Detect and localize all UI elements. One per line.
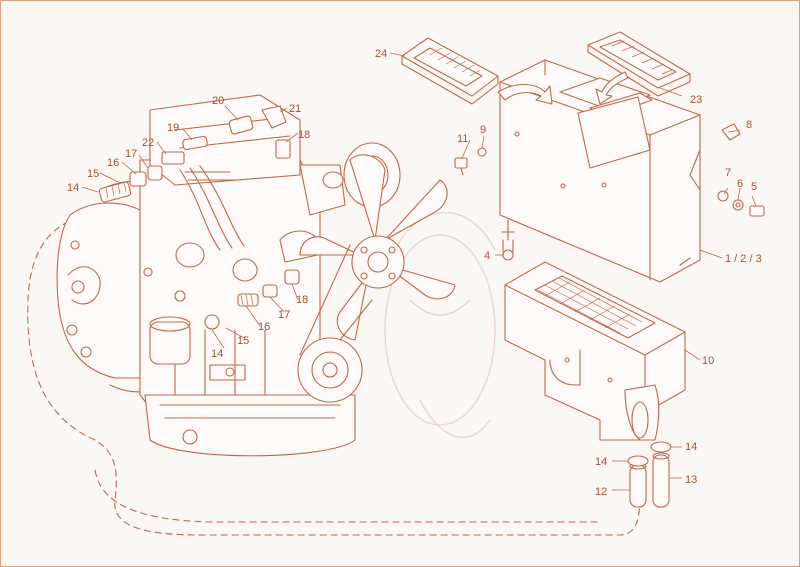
air-cleaner-housing-10 <box>504 261 686 441</box>
callout-22: 22 <box>142 137 154 149</box>
arrow-insert-23 <box>595 71 629 105</box>
callout-14-right-b: 14 <box>685 441 697 453</box>
callout-15-left: 15 <box>87 168 99 180</box>
cooling-fan <box>299 154 456 341</box>
hose-route-dashed-inner <box>94 469 600 523</box>
watermark-logo <box>384 212 496 439</box>
callout-14-right-a: 14 <box>595 456 607 468</box>
callout-12: 12 <box>595 486 607 498</box>
callout-7: 7 <box>725 167 731 179</box>
hose-route-dashed <box>27 214 641 536</box>
callout-16-lower: 16 <box>258 321 270 333</box>
hose-12 <box>629 462 647 508</box>
callout-24: 24 <box>375 48 387 60</box>
callout-21: 21 <box>289 103 301 115</box>
engine-assembly <box>56 94 456 457</box>
callout-13: 13 <box>685 474 697 486</box>
callout-23: 23 <box>690 94 702 106</box>
callout-9: 9 <box>480 124 486 136</box>
grille-23 <box>587 31 691 97</box>
callout-labels: 24 23 8 7 6 5 1 / 2 / 3 4 11 9 10 14 14 … <box>67 48 762 498</box>
callout-11: 11 <box>457 133 468 145</box>
callout-18-upper: 18 <box>298 129 310 141</box>
clamp-14-a <box>627 455 649 467</box>
clamp-14-b <box>650 441 672 453</box>
callout-10: 10 <box>702 355 714 367</box>
callout-16-left: 16 <box>107 157 119 169</box>
callout-17-left: 17 <box>125 148 137 160</box>
arrow-insert-24 <box>497 83 553 105</box>
callout-14-left: 14 <box>67 182 79 194</box>
callout-5: 5 <box>751 181 757 193</box>
hose-13 <box>652 452 670 508</box>
callout-15-lower: 15 <box>237 335 249 347</box>
hardware-parts <box>454 123 765 261</box>
grille-24 <box>401 37 499 105</box>
callout-18-lower: 18 <box>296 294 308 306</box>
callout-20: 20 <box>212 95 224 107</box>
callout-4: 4 <box>484 250 490 262</box>
callout-19: 19 <box>167 122 179 134</box>
callout-17-lower: 17 <box>278 309 290 321</box>
callout-6: 6 <box>737 178 743 190</box>
callout-8: 8 <box>746 119 752 131</box>
leader-lines <box>81 52 757 491</box>
callout-1-2-3: 1 / 2 / 3 <box>725 253 762 265</box>
callout-14-lower: 14 <box>211 348 223 360</box>
